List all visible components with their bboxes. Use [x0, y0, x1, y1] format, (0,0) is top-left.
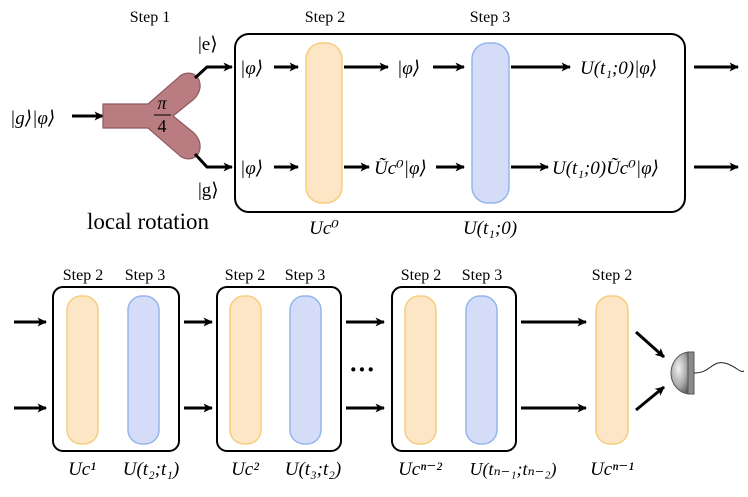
- lower-input-state: |φ⟩: [240, 158, 263, 179]
- uc0-label: Uc⁰: [309, 218, 339, 239]
- detector-upper-arrow: [635, 330, 665, 359]
- block3-step2-label: Step 2: [401, 267, 441, 284]
- block3-uc-label: Ucⁿ⁻²: [398, 459, 442, 480]
- upper-port-arrow: [193, 62, 233, 80]
- block3-u-label: U(tₙ₋₁;tₙ₋₂): [469, 459, 556, 480]
- block1-uc-operator: [66, 295, 99, 445]
- upper-output-state: U(t₁;0)|φ⟩: [580, 58, 657, 79]
- block2-box: [216, 286, 342, 452]
- u-t1-0-operator: [471, 42, 510, 204]
- block3-box: [391, 286, 517, 452]
- beam-splitter: π 4: [102, 72, 201, 160]
- step1-label: Step 1: [130, 9, 170, 26]
- top-process-box: [234, 33, 686, 213]
- block3-step3-label: Step 3: [462, 267, 502, 284]
- block2-u-label: U(t₃;t₂): [285, 459, 341, 480]
- beam-splitter-body: [102, 72, 201, 160]
- block1-u-label: U(t₂;t₁): [123, 459, 179, 480]
- block1-u-operator: [127, 295, 160, 445]
- block2-step3-label: Step 3: [285, 267, 325, 284]
- block1-step3-label: Step 3: [125, 267, 165, 284]
- lower-output-state: U(t₁;0)Ũc⁰|φ⟩: [552, 158, 659, 179]
- block2-uc-operator: [229, 295, 262, 445]
- block2-step2-label: Step 2: [225, 267, 265, 284]
- block3-uc-operator: [404, 295, 437, 445]
- lower-mid-state: Ũc⁰|φ⟩: [374, 158, 427, 179]
- uc0-operator: [305, 42, 343, 204]
- step2-label: Step 2: [305, 9, 345, 26]
- upper-input-state: |φ⟩: [240, 58, 263, 79]
- detector-icon: [670, 351, 745, 395]
- final-step2-label: Step 2: [592, 267, 632, 284]
- u-t1-0-label: U(t₁;0): [463, 218, 517, 239]
- block1-uc-label: Uc¹: [68, 459, 96, 480]
- block1-step2-label: Step 2: [63, 267, 103, 284]
- ellipsis: ···: [349, 355, 375, 384]
- lower-port-arrow: [193, 152, 233, 172]
- block2-uc-label: Uc²: [231, 459, 259, 480]
- bs-fraction-denominator: 4: [158, 116, 167, 136]
- block1-box: [52, 286, 180, 452]
- block2-u-operator: [289, 295, 322, 445]
- final-uc-operator: [595, 295, 629, 445]
- bs-fraction-numerator: π: [157, 93, 167, 113]
- local-rotation-label: local rotation: [87, 209, 209, 234]
- final-uc-label: Ucⁿ⁻¹: [590, 459, 634, 480]
- detector-lower-arrow: [635, 385, 665, 412]
- port-e-label: |e⟩: [198, 34, 218, 55]
- block3-u-operator: [465, 295, 498, 445]
- upper-mid-state: |φ⟩: [397, 58, 420, 79]
- input-state: |g⟩|φ⟩: [10, 108, 55, 129]
- port-g-label: |g⟩: [198, 180, 219, 201]
- step3-label: Step 3: [470, 9, 510, 26]
